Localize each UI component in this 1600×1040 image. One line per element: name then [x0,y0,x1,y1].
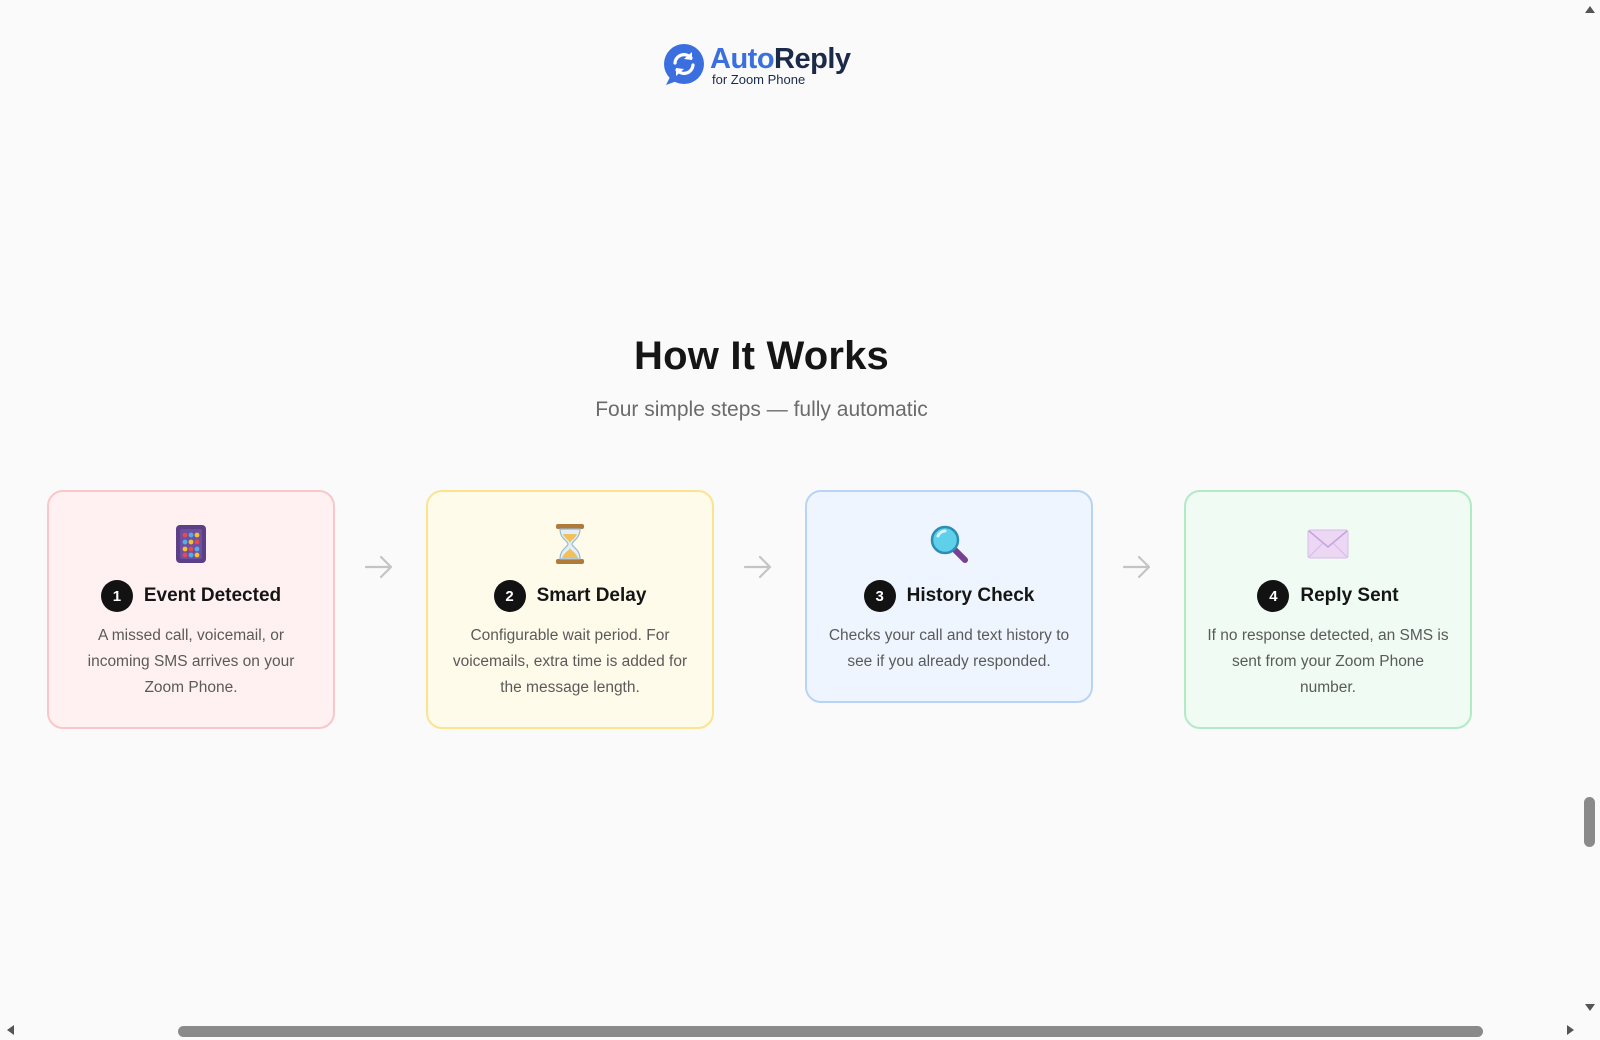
step-title: Reply Sent [1300,585,1399,606]
arrow-right-icon [743,555,772,579]
logo-subtitle: for Zoom Phone [712,71,806,87]
arrow-right-icon [364,555,393,579]
step-number-badge: 4 [1257,580,1290,612]
scroll-down-arrow-icon[interactable] [1585,1004,1595,1011]
step-description: Configurable wait period. For voicemails… [452,627,688,696]
step-number-badge: 3 [863,580,896,612]
vertical-scrollbar-thumb[interactable] [1584,797,1595,847]
section-subtitle: Four simple steps — fully automatic [595,398,928,421]
step-card-event-detected: 1 Event Detected A missed call, voicemai… [47,490,335,729]
logo-name-auto: Auto [710,42,775,75]
step-title: History Check [906,585,1035,606]
logo-name: AutoReply [710,42,851,75]
section-title: How It Works [633,334,890,378]
horizontal-scrollbar[interactable] [0,1020,1600,1040]
arrow-right-icon [1122,555,1151,579]
step-card-smart-delay: 2 Smart Delay Configurable wait period. … [426,490,714,729]
vertical-scrollbar[interactable] [1580,0,1600,1020]
step-number-badge: 2 [493,580,526,612]
step-card-history-check: 3 History Check Checks your call and tex… [805,490,1093,703]
step-card-reply-sent: 4 Reply Sent If no response detected, an… [1184,490,1472,729]
envelope-icon [1204,520,1452,568]
horizontal-scrollbar-thumb[interactable] [178,1026,1483,1037]
step-description: Checks your call and text history to see… [828,627,1070,670]
hourglass-icon [446,520,694,568]
refresh-chat-icon [664,44,704,85]
logo-name-reply: Reply [774,42,851,75]
scroll-right-arrow-icon[interactable] [1567,1025,1574,1035]
magnifier-icon [825,520,1073,568]
step-title: Smart Delay [536,585,647,606]
step-description: A missed call, voicemail, or incoming SM… [87,627,295,696]
step-description: If no response detected, an SMS is sent … [1207,627,1449,696]
scroll-up-arrow-icon[interactable] [1585,6,1595,13]
step-title: Event Detected [143,585,282,606]
step-number-badge: 1 [100,580,133,612]
brand-logo[interactable]: AutoReply for Zoom Phone [662,43,851,87]
abacus-icon [67,520,315,568]
scroll-left-arrow-icon[interactable] [7,1025,14,1035]
